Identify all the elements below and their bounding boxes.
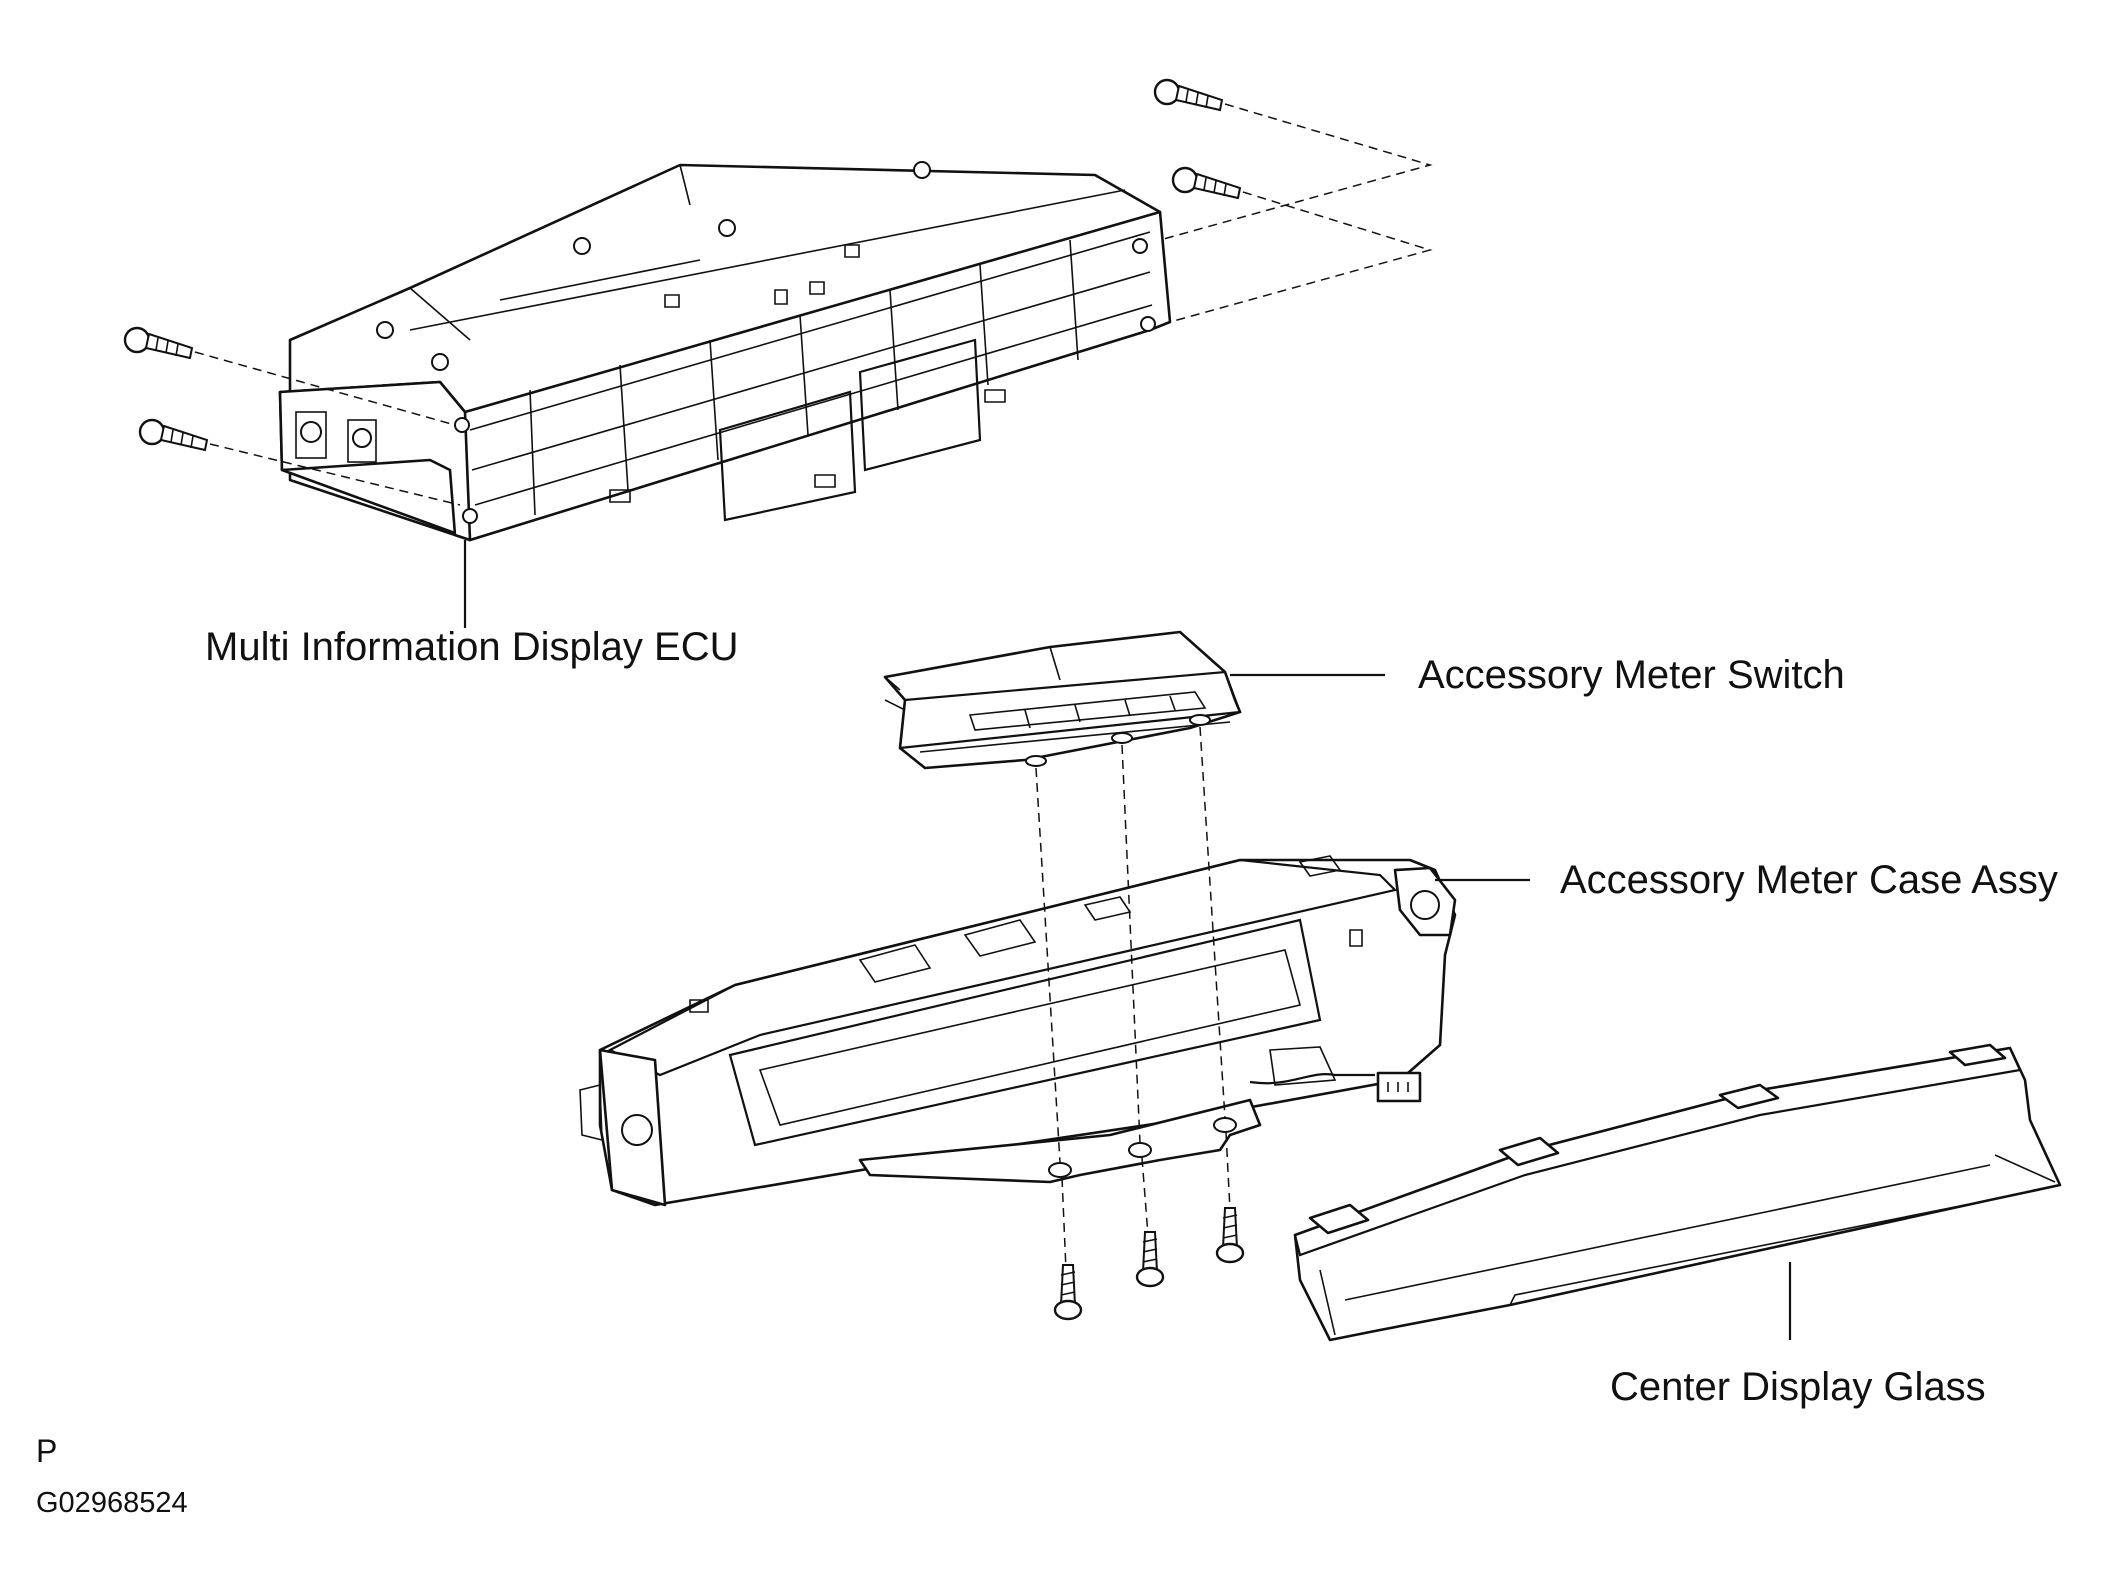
multi-information-display-ecu <box>278 161 1172 542</box>
ecu-screw <box>123 326 194 360</box>
accessory-meter-switch <box>883 630 1242 770</box>
glass-label: Center Display Glass <box>1610 1365 1986 1409</box>
case-label: Accessory Meter Case Assy <box>1560 858 2058 902</box>
switch-label: Accessory Meter Switch <box>1418 653 1845 697</box>
center-display-glass <box>1293 1043 2062 1342</box>
accessory-meter-case-assy <box>579 855 1457 1207</box>
ecu-screw <box>138 418 209 452</box>
ecu-screw <box>1171 166 1242 200</box>
case-screw <box>1215 1207 1245 1264</box>
ecu-label: Multi Information Display ECU <box>205 625 739 669</box>
case-screw <box>1053 1264 1083 1321</box>
ecu-screw <box>1153 78 1224 112</box>
case-screw <box>1135 1231 1165 1288</box>
figure-code: G02968524 <box>36 1487 188 1519</box>
corner-letter: P <box>36 1433 57 1469</box>
